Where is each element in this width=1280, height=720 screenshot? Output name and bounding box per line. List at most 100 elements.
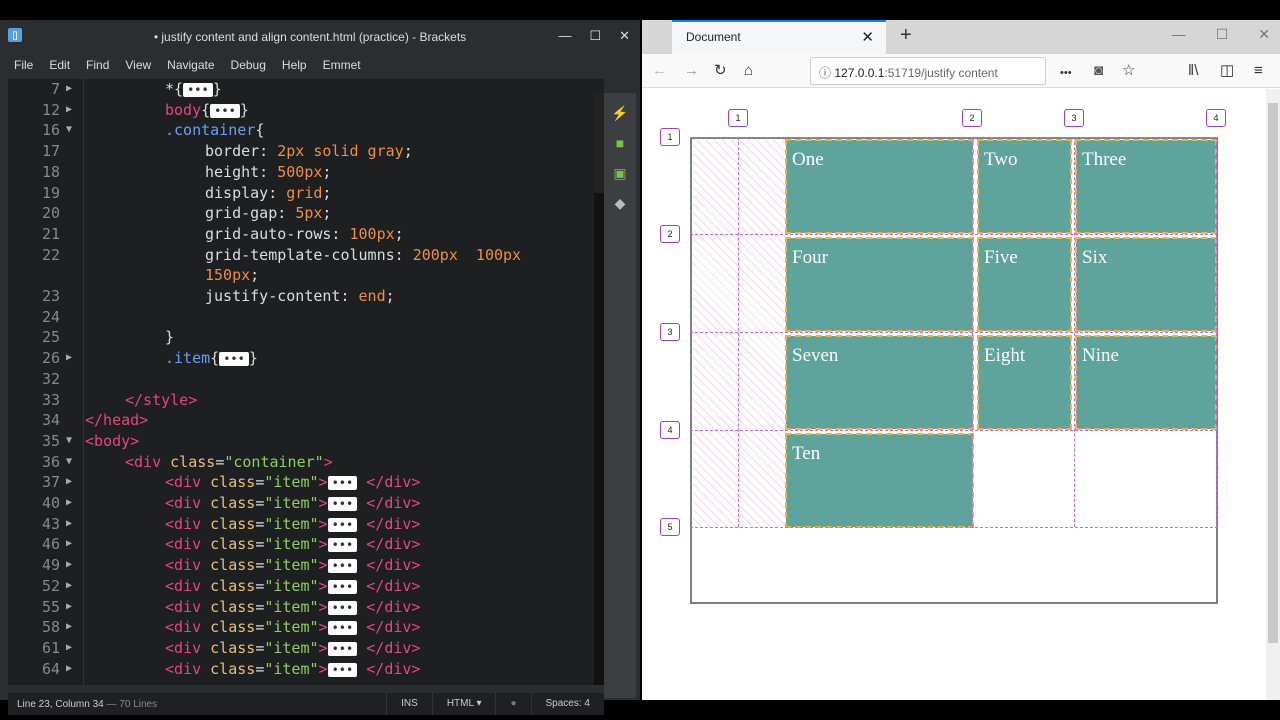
close-tab-icon[interactable]: ✕	[861, 29, 874, 46]
code-line[interactable]: 32	[8, 369, 604, 390]
fold-toggle-icon[interactable]: ▶	[66, 559, 73, 571]
code-line[interactable]: 46▶<div class="item">••• </div>	[8, 534, 604, 555]
code-line[interactable]: 40▶<div class="item">••• </div>	[8, 493, 604, 514]
sidebar-icon[interactable]: ◫	[1220, 62, 1235, 79]
collapsed-code-marker[interactable]: •••	[327, 641, 358, 656]
code-line[interactable]: 55▶<div class="item">••• </div>	[8, 597, 604, 618]
code-line[interactable]: 49▶<div class="item">••• </div>	[8, 555, 604, 576]
minimize-icon[interactable]: —	[558, 28, 572, 43]
maximize-icon[interactable]: ☐	[1215, 26, 1229, 42]
collapsed-code-marker[interactable]: •••	[327, 662, 358, 677]
menu-emmet[interactable]: Emmet	[322, 58, 361, 72]
code-line[interactable]: 58▶<div class="item">••• </div>	[8, 617, 604, 638]
linter-status-icon[interactable]: ●	[495, 693, 530, 715]
code-line[interactable]: 36▼<div class="container">	[8, 452, 604, 473]
page-scrollbar[interactable]	[1266, 89, 1280, 700]
code-line[interactable]: 26▶.item{•••}	[8, 348, 604, 369]
editor-scrollbar[interactable]	[594, 93, 604, 685]
insert-mode[interactable]: INS	[386, 693, 432, 715]
grid-column-number-badge: 1	[728, 109, 748, 127]
menu-edit[interactable]: Edit	[49, 58, 71, 72]
code-line[interactable]: 33</style>	[8, 390, 604, 411]
fold-toggle-icon[interactable]: ▼	[66, 124, 73, 136]
menu-navigate[interactable]: Navigate	[167, 58, 215, 72]
collapsed-code-marker[interactable]: •••	[219, 352, 249, 367]
code-line[interactable]: 16▼.container{	[8, 120, 604, 141]
menu-view[interactable]: View	[125, 58, 152, 72]
tab-document[interactable]: Document✕	[672, 20, 886, 54]
bookmark-star-icon[interactable]: ☆	[1122, 62, 1136, 79]
page-actions-icon[interactable]: •••	[1060, 67, 1072, 79]
collapsed-code-marker[interactable]: •••	[327, 538, 358, 553]
fold-toggle-icon[interactable]: ▶	[66, 103, 73, 115]
menu-file[interactable]: File	[14, 58, 34, 72]
menu-icon[interactable]: ≡	[1254, 62, 1263, 79]
fold-toggle-icon[interactable]: ▶	[66, 538, 73, 550]
new-tab-icon[interactable]: +	[900, 24, 912, 46]
menu-debug[interactable]: Debug	[230, 58, 266, 72]
close-icon[interactable]: ✕	[1258, 26, 1270, 42]
reload-icon[interactable]: ↻	[714, 62, 727, 79]
collapsed-code-marker[interactable]: •••	[210, 103, 240, 118]
code-line[interactable]: 12▶body{•••}	[8, 100, 604, 121]
menu-help[interactable]: Help	[281, 58, 307, 72]
fold-toggle-icon[interactable]: ▶	[66, 641, 73, 653]
fold-toggle-icon[interactable]: ▼	[66, 455, 73, 467]
code-token: .item	[165, 349, 211, 368]
library-icon[interactable]: ‖\	[1188, 62, 1199, 79]
forward-icon[interactable]: →	[684, 62, 699, 79]
code-line[interactable]: 24	[8, 307, 604, 328]
collapsed-code-marker[interactable]: •••	[327, 497, 358, 511]
collapsed-code-marker[interactable]: •••	[327, 600, 358, 615]
code-line[interactable]: 64▶<div class="item">••• </div>	[8, 659, 604, 680]
back-icon[interactable]: ←	[652, 62, 667, 79]
collapsed-code-marker[interactable]: •••	[183, 83, 213, 97]
fold-toggle-icon[interactable]: ▶	[66, 621, 73, 633]
code-line[interactable]: 35▼<body>	[8, 431, 604, 452]
fold-toggle-icon[interactable]: ▶	[66, 83, 73, 94]
code-line[interactable]: 61▶<div class="item">••• </div>	[8, 638, 604, 659]
menu-find[interactable]: Find	[86, 58, 110, 72]
collapsed-code-marker[interactable]: •••	[327, 621, 358, 636]
code-line[interactable]: 7▶*{•••}	[8, 79, 604, 100]
language-select[interactable]: HTML ▾	[431, 693, 496, 715]
code-line[interactable]: 25}	[8, 327, 604, 348]
indent-setting[interactable]: Spaces: 4	[530, 693, 604, 715]
code-line[interactable]: 52▶<div class="item">••• </div>	[8, 576, 604, 597]
minimize-icon[interactable]: —	[1171, 26, 1186, 42]
home-icon[interactable]: ⌂	[744, 62, 754, 79]
code-line[interactable]: 43▶<div class="item">••• </div>	[8, 514, 604, 535]
fold-toggle-icon[interactable]: ▶	[66, 662, 73, 674]
fold-toggle-icon[interactable]: ▶	[66, 352, 73, 364]
code-line[interactable]: 34</head>	[8, 410, 604, 431]
code-line[interactable]: 37▶<div class="item">••• </div>	[8, 472, 604, 493]
collapsed-code-marker[interactable]: •••	[327, 579, 358, 594]
extension-manager-icon[interactable]: ■	[615, 135, 625, 151]
fold-toggle-icon[interactable]: ▼	[66, 434, 73, 446]
url-bar[interactable]: ⓘ 127.0.0.1:51719/justify content	[810, 57, 1046, 85]
fold-toggle-icon[interactable]: ▶	[66, 517, 73, 529]
fold-toggle-icon[interactable]: ▶	[66, 579, 73, 591]
git-icon[interactable]: ◆	[614, 195, 626, 211]
live-preview-icon[interactable]: ⚡	[611, 105, 629, 121]
fold-toggle-icon[interactable]: ▶	[66, 476, 73, 488]
extension-icon[interactable]: ▣	[613, 165, 627, 181]
collapsed-code-marker[interactable]: •••	[327, 517, 358, 532]
fold-toggle-icon[interactable]: ▶	[66, 600, 73, 612]
info-icon[interactable]: ⓘ	[819, 66, 832, 80]
fold-toggle-icon[interactable]: ▶	[66, 497, 73, 508]
code-line[interactable]: 150px;	[8, 265, 604, 286]
collapsed-code-marker[interactable]: •••	[327, 559, 358, 574]
pocket-icon[interactable]: ◙	[1094, 62, 1104, 79]
close-icon[interactable]: ✕	[619, 28, 630, 43]
maximize-icon[interactable]: ☐	[589, 28, 602, 43]
collapsed-code-marker[interactable]: •••	[327, 476, 358, 491]
